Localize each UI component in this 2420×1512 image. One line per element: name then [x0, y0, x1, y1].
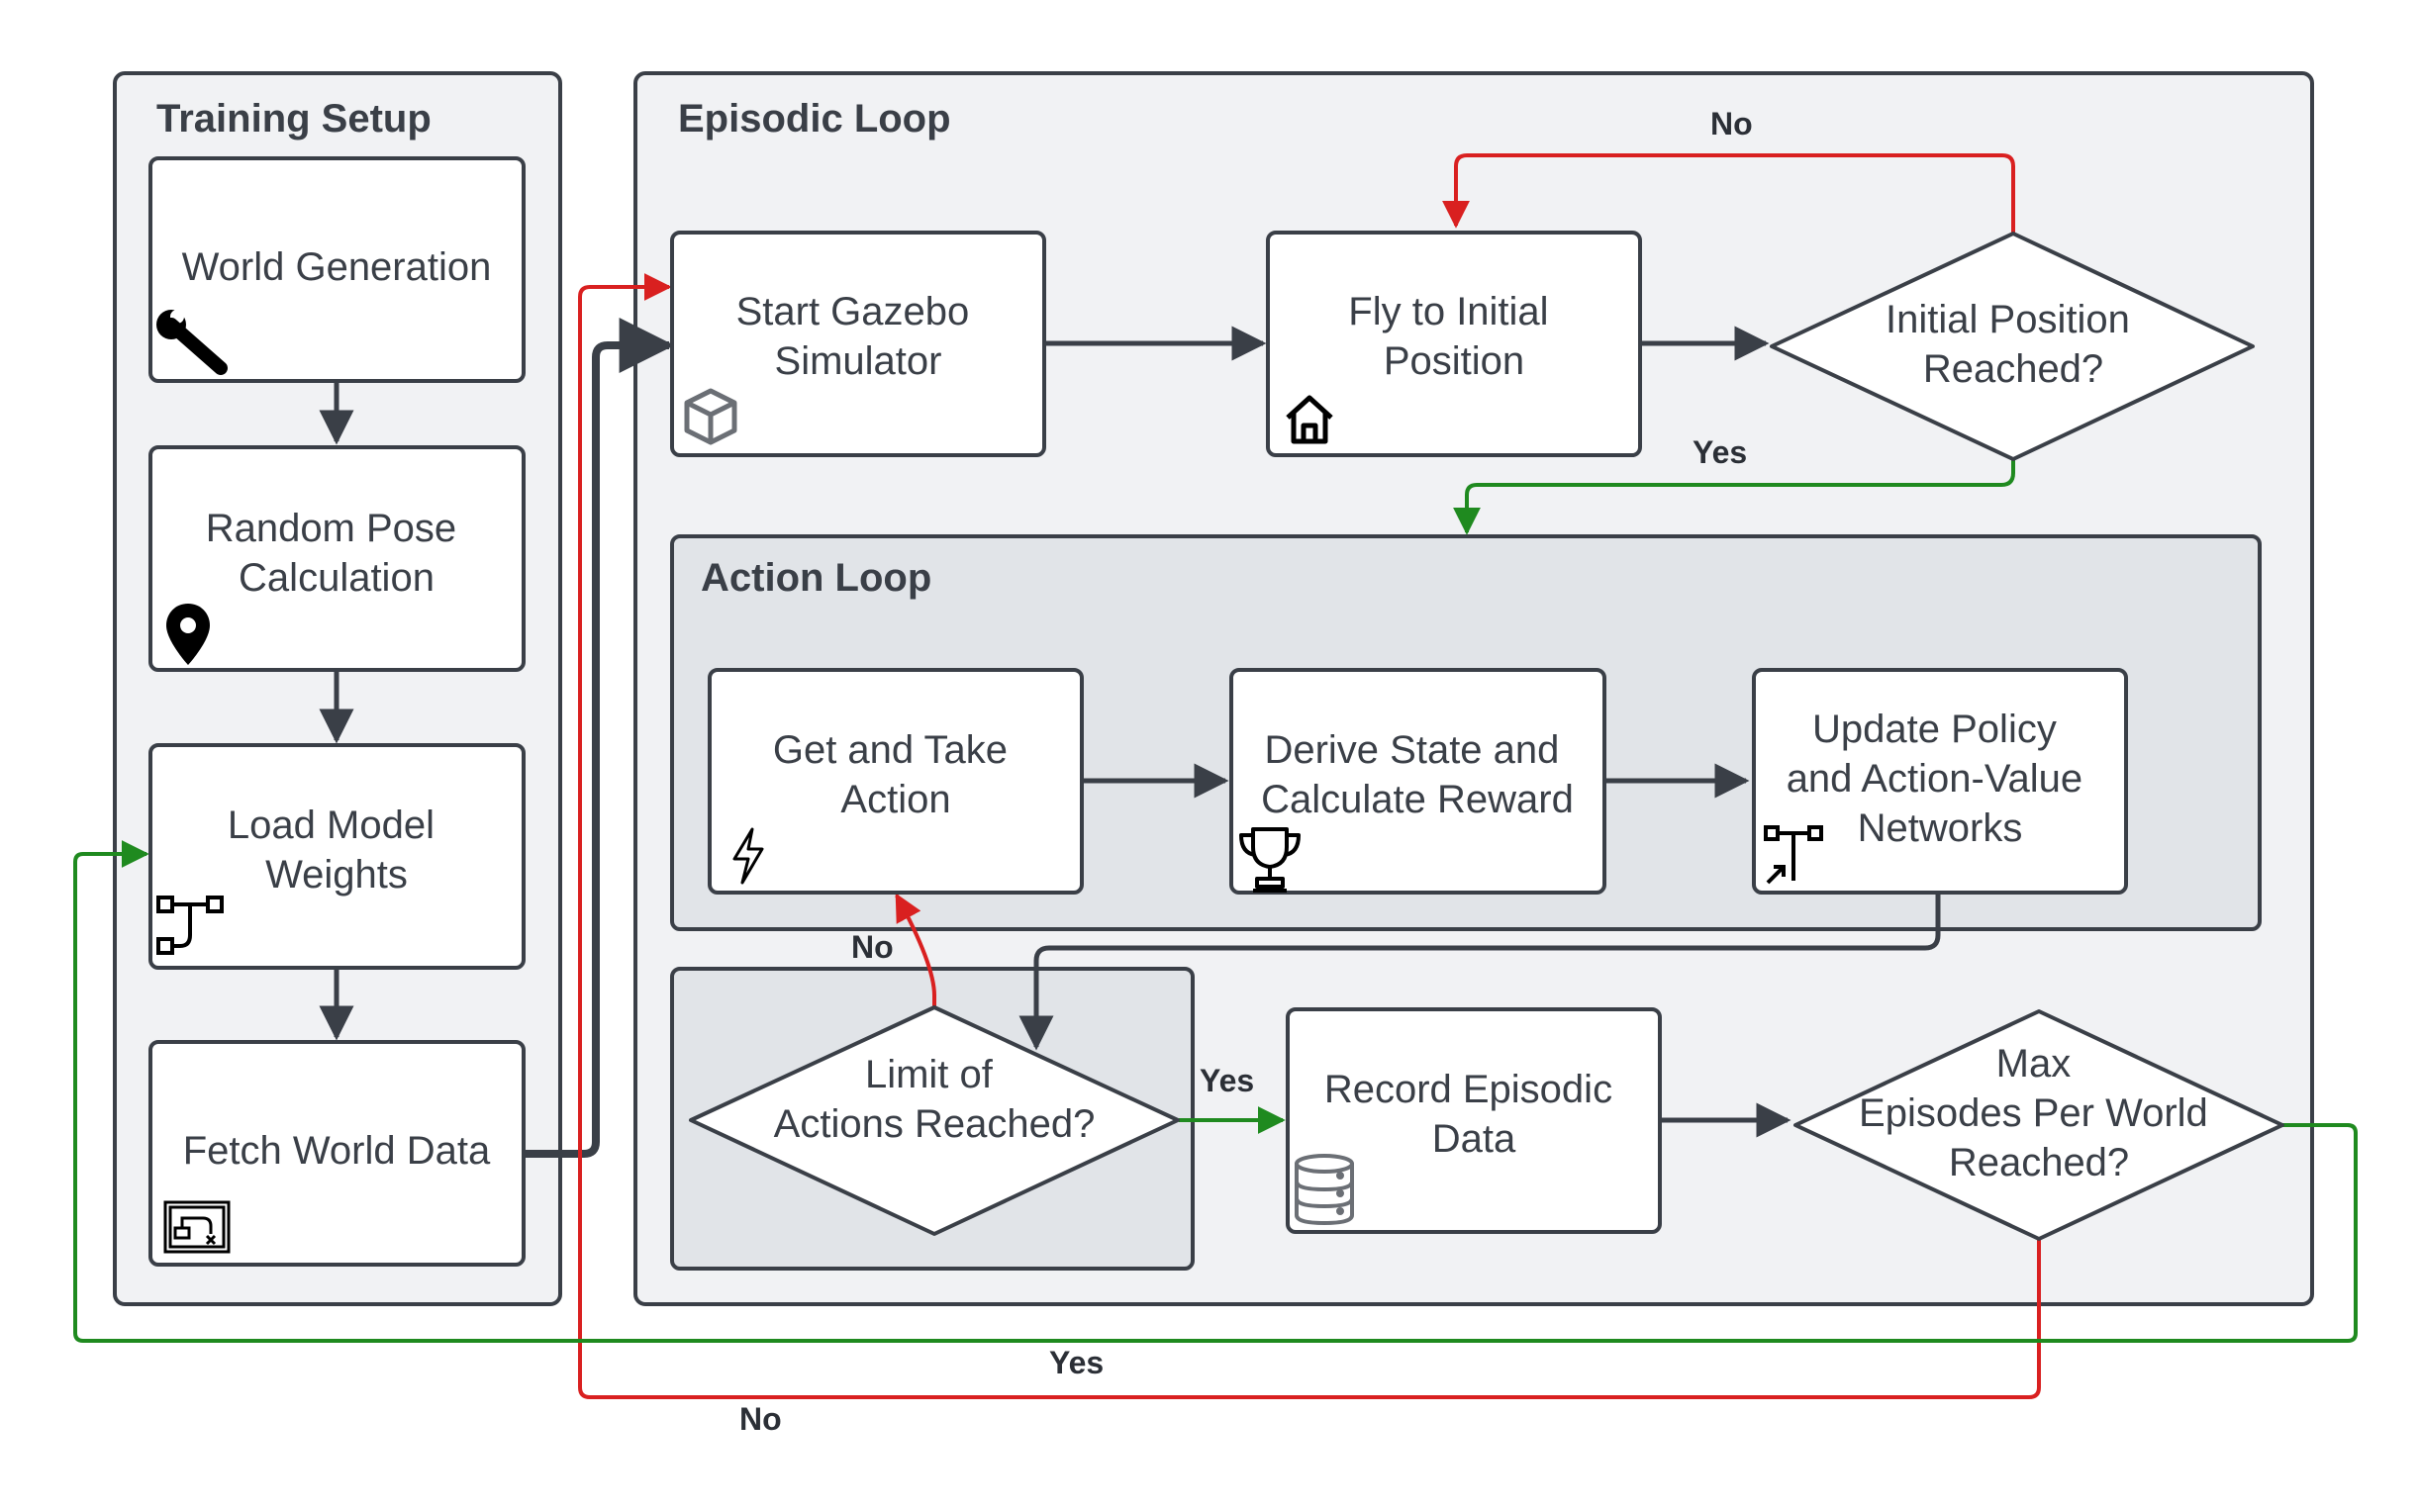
fly-initial-node: Fly to Initial Position	[1266, 231, 1642, 457]
start-gazebo-label-2: Simulator	[775, 339, 942, 383]
edge-update-to-limit	[1018, 895, 1941, 1051]
network-arrow-icon	[1764, 825, 1823, 885]
wrench-icon	[156, 310, 228, 375]
update-policy-node: Update Policy and Action-Value Networks	[1752, 668, 2128, 895]
svg-text:Fly to Initial Position: Fly to Initial Position	[1348, 290, 1559, 383]
edge-max-yes	[73, 840, 2358, 1343]
edge-label-max-yes: Yes	[1049, 1345, 1104, 1380]
load-model-label-2: Weights	[265, 853, 408, 897]
update-policy-label-1: Update Policy	[1812, 708, 2057, 751]
fetch-world-node: Fetch World Data	[148, 1040, 526, 1267]
lightning-icon	[732, 827, 764, 885]
edge-label-limit-yes: Yes	[1200, 1063, 1254, 1098]
start-gazebo-label-1: Start Gazebo	[736, 290, 970, 333]
network-icon	[156, 896, 224, 955]
initial-reached-decision: Initial Position Reached?	[1770, 232, 2255, 461]
update-policy-label-3: Networks	[1858, 806, 2023, 850]
max-episodes-label-3: Reached?	[1949, 1141, 2129, 1184]
load-model-label-1: Load Model	[228, 803, 435, 847]
edge-max-no	[578, 273, 2041, 1399]
get-take-action-node: Get and Take Action	[708, 668, 1084, 895]
initial-reached-label-2: Reached?	[1923, 347, 2103, 391]
svg-text:Get and Take Action: Get and Take Action	[773, 728, 1018, 821]
svg-text:Load Model Weights: Load Model Weights	[228, 803, 445, 897]
map-pin-icon	[166, 604, 210, 665]
svg-text:Update Policy and Action: Update Policy and Action-Value Networks	[1787, 708, 2094, 850]
svg-text:Max Episodes Per World: Max Episodes Per World Reached?	[1859, 1042, 2219, 1184]
svg-text:Limit of Actions Reached: Limit of Actions Reached?	[774, 1053, 1096, 1146]
svg-text:Random Pose Calculation: Random Pose Calculation	[206, 507, 468, 600]
edge-limit-no	[895, 893, 936, 1007]
edge-fetch-to-gazebo	[525, 318, 675, 1158]
action-loop-title: Action Loop	[701, 556, 931, 600]
world-generation-node: World Generation	[148, 156, 526, 383]
update-policy-label-2: and Action-Value	[1787, 757, 2082, 801]
fly-initial-label-1: Fly to Initial	[1348, 290, 1548, 333]
training-setup-title: Training Setup	[156, 97, 432, 141]
max-episodes-label-2: Episodes Per World	[1859, 1091, 2208, 1135]
load-model-node: Load Model Weights	[148, 743, 526, 970]
limit-actions-label-2: Actions Reached?	[774, 1102, 1096, 1146]
limit-actions-decision: Limit of Actions Reached?	[689, 1005, 1180, 1236]
svg-text:Start Gazebo Simulator: Start Gazebo Simulator	[736, 290, 981, 383]
edge-initial-no	[1442, 153, 2015, 234]
svg-text:Fetch World Data: Fetch World Data	[183, 1129, 491, 1173]
get-take-action-label-2: Action	[840, 778, 950, 821]
home-icon	[1286, 395, 1333, 444]
episodic-loop-title: Episodic Loop	[678, 97, 951, 141]
edge-label-initial-no: No	[1710, 106, 1753, 142]
random-pose-label-2: Calculation	[239, 556, 435, 600]
record-episodic-node: Record Episodic Data	[1286, 1007, 1662, 1234]
edge-label-initial-yes: Yes	[1693, 434, 1747, 470]
edge-label-max-no: No	[739, 1401, 782, 1437]
edge-initial-yes	[1453, 459, 2015, 535]
red-connectors	[578, 153, 2041, 1399]
initial-reached-label-1: Initial Position	[1886, 298, 2130, 341]
edge-label-limit-no: No	[851, 929, 894, 965]
derive-state-label-1: Derive State and	[1264, 728, 1559, 772]
map-data-icon	[163, 1200, 231, 1254]
random-pose-label-1: Random Pose	[206, 507, 456, 550]
derive-state-node: Derive State and Calculate Reward	[1229, 668, 1606, 895]
database-icon	[1295, 1154, 1354, 1226]
get-take-action-label-1: Get and Take	[773, 728, 1008, 772]
dark-connectors	[319, 318, 1941, 1158]
green-connectors	[73, 459, 2358, 1343]
svg-text:Record Episodic Data: Record Episodic Data	[1324, 1068, 1623, 1161]
record-episodic-label-1: Record Episodic	[1324, 1068, 1612, 1111]
svg-text:World Generation: World Generation	[182, 245, 492, 289]
svg-text:Initial Position Reached: Initial Position Reached?	[1886, 298, 2141, 391]
derive-state-label-2: Calculate Reward	[1261, 778, 1574, 821]
trophy-icon	[1239, 827, 1301, 893]
cube-icon	[684, 388, 737, 445]
fetch-world-label: Fetch World Data	[183, 1129, 491, 1173]
record-episodic-label-2: Data	[1432, 1117, 1516, 1161]
max-episodes-decision: Max Episodes Per World Reached?	[1793, 1009, 2284, 1241]
random-pose-node: Random Pose Calculation	[148, 445, 526, 672]
start-gazebo-node: Start Gazebo Simulator	[670, 231, 1046, 457]
limit-actions-label-1: Limit of	[865, 1053, 994, 1096]
fly-initial-label-2: Position	[1384, 339, 1524, 383]
world-generation-label: World Generation	[182, 245, 492, 289]
svg-text:Derive State and Calcula: Derive State and Calculate Reward	[1261, 728, 1574, 821]
max-episodes-label-1: Max	[1996, 1042, 2072, 1086]
